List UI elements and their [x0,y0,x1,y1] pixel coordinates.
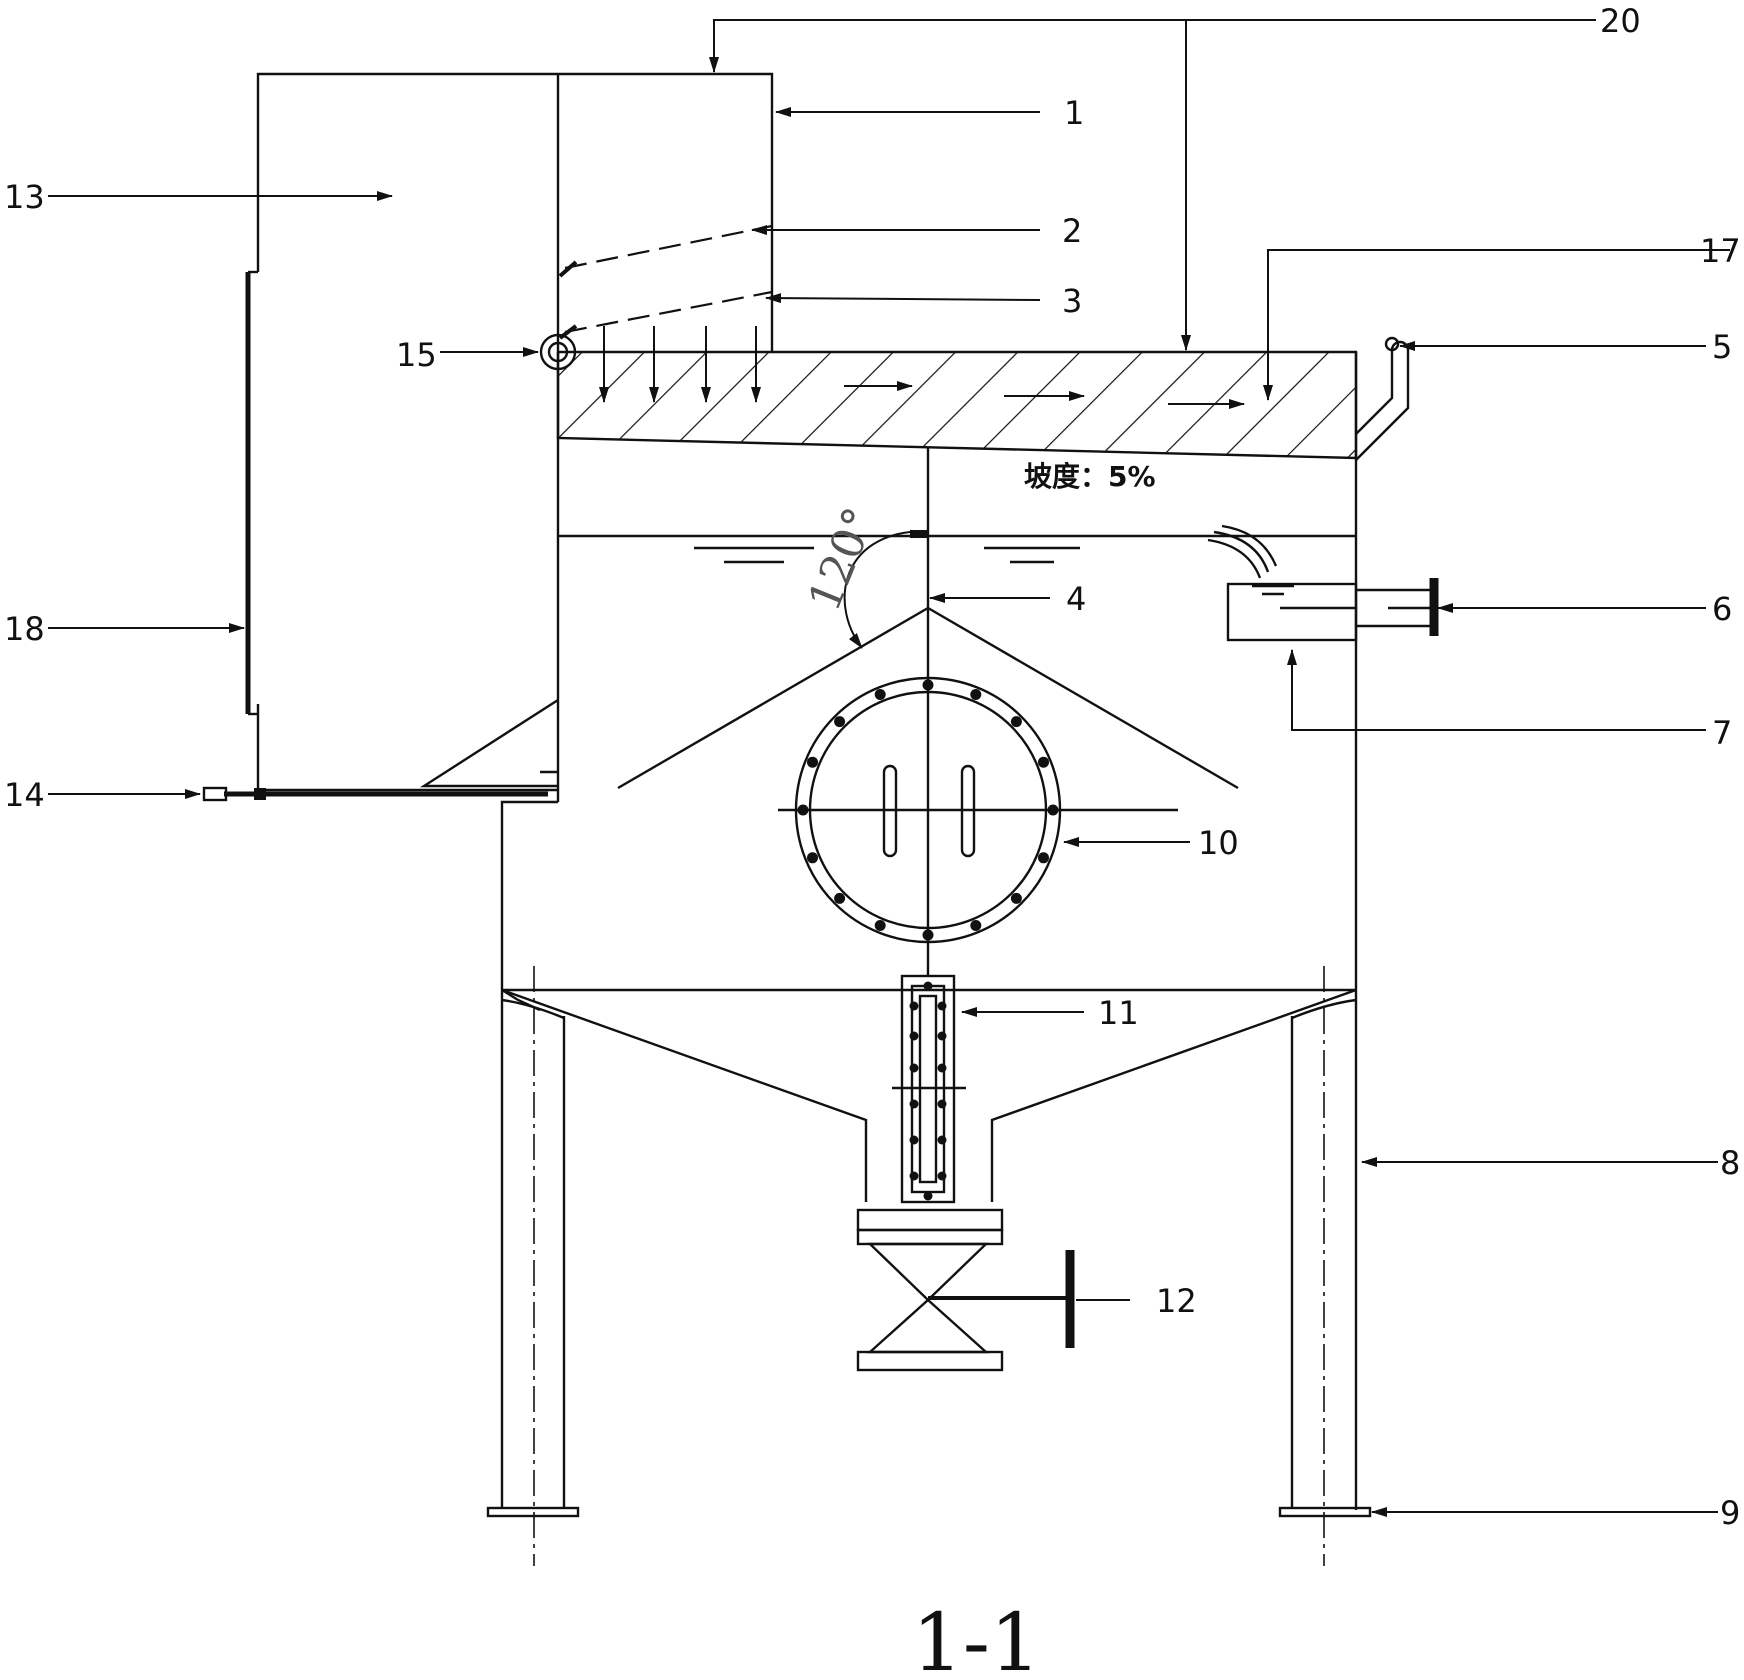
manhole [778,676,1178,944]
label-8: 8 [1720,1144,1740,1182]
manhole-bolt [1010,716,1022,728]
label-14: 14 [4,776,45,814]
tank-body [500,352,1358,1510]
manhole-bolt [874,920,886,931]
label-4: 4 [1066,580,1086,618]
leader-lines [48,19,1730,1517]
callouts: 20 1 13 2 17 3 15 5 4 6 18 7 14 10 11 8 … [4,2,1741,1532]
flow-arrows-right [844,381,1245,409]
label-1: 1 [1064,94,1084,132]
manhole-bolt [922,679,934,691]
label-2: 2 [1062,212,1082,250]
side-pipe [245,270,258,716]
label-12: 12 [1156,1282,1197,1320]
label-17: 17 [1700,232,1741,270]
label-5: 5 [1712,328,1732,366]
label-18: 18 [4,610,45,648]
manhole-bolt [834,716,846,728]
manhole-bolt [807,852,818,864]
angle-arc [843,531,911,649]
manhole-bolt [874,689,886,700]
label-13: 13 [4,178,45,216]
sludge-tube [892,974,966,1204]
label-10: 10 [1198,824,1239,862]
slope-note: 坡度：5% [1024,460,1156,493]
water-level-marks [694,546,1080,564]
manhole-bolt [797,804,809,816]
label-3: 3 [1062,282,1082,320]
manhole-bolt [834,892,846,904]
angle-note: 120° [799,501,886,618]
right-leg [1278,966,1372,1566]
manhole-bolt [1038,852,1049,864]
label-7: 7 [1712,714,1732,752]
manhole-bolt [970,920,982,931]
label-20: 20 [1600,2,1641,40]
fitting-5 [1355,336,1410,461]
label-6: 6 [1712,590,1732,628]
rod-top-block [910,530,928,538]
label-11: 11 [1098,994,1139,1032]
valve [856,1208,1075,1372]
section-title: 1-1 [912,1596,1041,1680]
manhole-bolt [970,689,982,700]
label-15: 15 [396,336,437,374]
manhole-bolt [1010,892,1022,904]
deflector-cone [617,606,1239,790]
screen-upper [558,224,773,278]
left-leg [486,966,580,1566]
manhole-bolt [1038,756,1049,768]
label-9: 9 [1720,1494,1740,1532]
trough [1207,524,1439,642]
screen-lower [558,290,773,340]
manhole-bolt [807,756,818,768]
manhole-bolt [922,929,934,941]
manhole-bolt [1047,804,1059,816]
inlet-valve-15 [539,333,577,371]
bottom-pipe [202,786,548,802]
